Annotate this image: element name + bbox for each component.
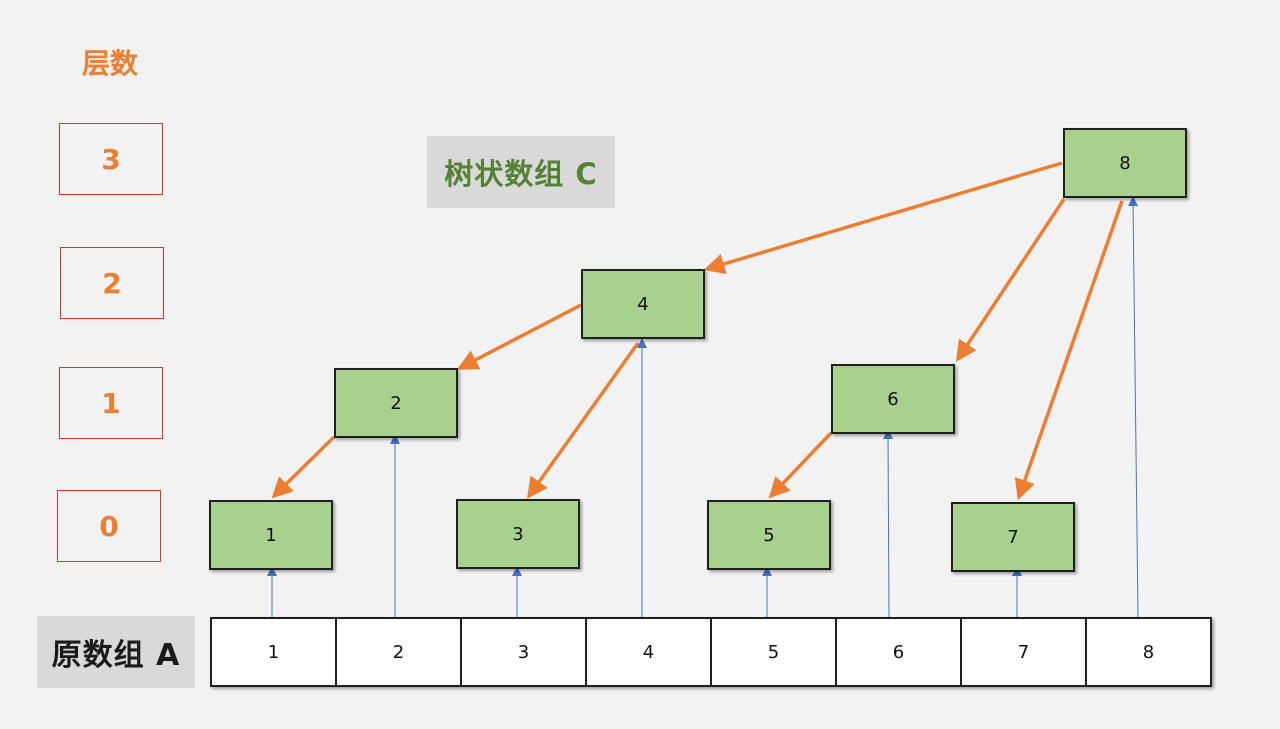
edge-4-to-3 bbox=[526, 341, 640, 499]
array-cell-2: 2 bbox=[337, 619, 462, 685]
edge-4-to-2 bbox=[456, 303, 582, 370]
level-box-2: 2 bbox=[60, 247, 164, 319]
level-box-3: 3 bbox=[59, 123, 163, 195]
tree-node-3: 3 bbox=[456, 499, 580, 569]
edge-2-to-1 bbox=[271, 435, 336, 499]
tree-node-4: 4 bbox=[581, 269, 705, 339]
level-box-1: 1 bbox=[59, 367, 163, 439]
link-a8-to-c8 bbox=[1128, 196, 1139, 618]
array-cell-7: 7 bbox=[962, 619, 1087, 685]
tree-node-5: 5 bbox=[707, 500, 831, 570]
array-cell-4: 4 bbox=[587, 619, 712, 685]
level-box-0: 0 bbox=[57, 490, 161, 562]
tree-node-7: 7 bbox=[951, 502, 1075, 572]
tree-node-6: 6 bbox=[831, 364, 955, 434]
original-array-label: 原数组 A bbox=[37, 616, 195, 688]
tree-array-label: 树状数组 C bbox=[427, 136, 615, 208]
original-array: 1 2 3 4 5 6 7 8 bbox=[210, 617, 1212, 687]
tree-node-8: 8 bbox=[1063, 128, 1187, 198]
levels-title: 层数 bbox=[82, 47, 139, 80]
array-cell-8: 8 bbox=[1087, 619, 1210, 685]
link-a6-to-c6 bbox=[883, 429, 894, 618]
edge-8-to-6 bbox=[956, 198, 1066, 362]
array-cell-1: 1 bbox=[212, 619, 337, 685]
edge-8-to-7 bbox=[1014, 200, 1124, 501]
edge-8-to-4 bbox=[703, 161, 1063, 275]
tree-node-1: 1 bbox=[209, 500, 333, 570]
edge-6-to-5 bbox=[768, 431, 833, 499]
array-cell-3: 3 bbox=[462, 619, 587, 685]
array-cell-5: 5 bbox=[712, 619, 837, 685]
array-cell-6: 6 bbox=[837, 619, 962, 685]
tree-node-2: 2 bbox=[334, 368, 458, 438]
